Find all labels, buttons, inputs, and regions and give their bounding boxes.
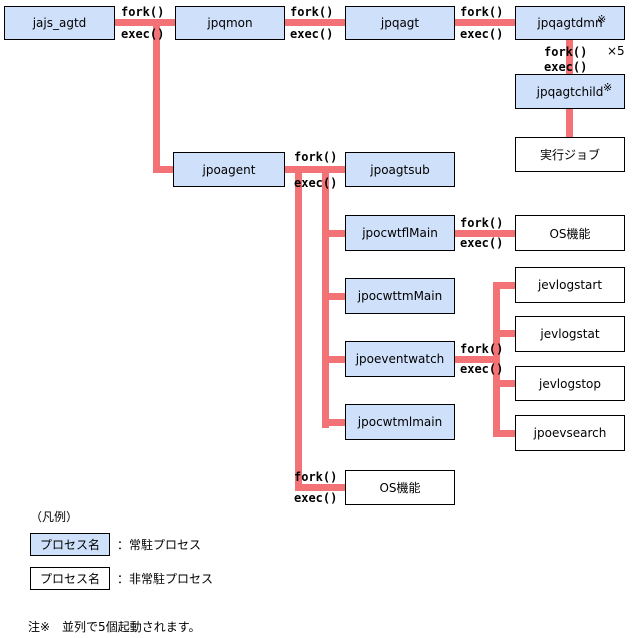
process-jpoevsearch: jpoevsearch (515, 415, 625, 451)
process-jpoeventwatch: jpoeventwatch (345, 341, 455, 377)
connector-agtd-agent-h (153, 166, 173, 173)
process-jevlogstat: jevlogstat (515, 316, 625, 352)
process-jpoagtsub: jpoagtsub (345, 152, 455, 187)
process-jpocwttmMain: jpocwttmMain (345, 278, 455, 314)
process-os-function-2: OS機能 (345, 470, 455, 505)
exec-label-qmon-qagt: exec() (290, 27, 334, 41)
fork-label-cwtfl-os: fork() (460, 216, 504, 230)
legend-nonresident-swatch: プロセス名 (30, 567, 110, 590)
connector-agent-os-h (295, 484, 345, 491)
connector-agtsub-cwttm (322, 293, 345, 300)
connector-eventwatch-jev (455, 356, 497, 363)
exec-label-agtd-qmon: exec() (121, 27, 165, 41)
exec-label-dmn-child: exec() (544, 60, 588, 74)
process-os-function-1: OS機能 (515, 215, 625, 251)
connector-qmon-qagt (285, 19, 345, 26)
process-jpqmon: jpqmon (175, 6, 285, 40)
fork-label-qagt-dmn: fork() (460, 5, 504, 19)
connector-agtsub-eventwatch (322, 356, 345, 363)
process-jpoagent: jpoagent (173, 152, 285, 187)
connector-agent-agtsub (285, 166, 345, 173)
exec-label-agent-os: exec() (294, 491, 338, 505)
process-jpqagtchild: jpqagtchild (515, 74, 625, 109)
note-mark-jpqagtdmn: ※ (597, 13, 607, 26)
connector-jev-stat (493, 330, 515, 337)
fork-label-agtd-qmon: fork() (121, 5, 165, 19)
process-job: 実行ジョブ (515, 137, 625, 172)
connector-qagt-dmn (455, 19, 515, 26)
fork-label-agent-agtsub: fork() (294, 150, 338, 164)
process-jpocwtmlmain: jpocwtmlmain (345, 404, 455, 440)
exec-label-qagt-dmn: exec() (460, 27, 504, 41)
connector-jev-stop (493, 380, 515, 387)
legend-resident-swatch: プロセス名 (30, 533, 110, 556)
fork-label-eventwatch-jev: fork() (460, 342, 504, 356)
connector-agtd-agent-v (153, 19, 160, 172)
fork-label-dmn-child: fork() (544, 45, 588, 59)
footnote: 注※ 並列で5個起動されます。 (28, 620, 201, 634)
connector-child-job (566, 109, 573, 137)
connector-agtsub-cwtfl (322, 230, 345, 237)
connector-jev-start (493, 282, 515, 289)
exec-label-agent-agtsub: exec() (294, 176, 338, 190)
legend-nonresident-desc: ：非常駐プロセス (117, 572, 214, 586)
connector-jev-v (493, 282, 500, 437)
connector-agtd-qmon (115, 19, 175, 26)
legend-title: （凡例） (30, 510, 79, 524)
process-jevlogstart: jevlogstart (515, 267, 625, 303)
process-jpocwtflMain: jpocwtflMain (345, 215, 455, 251)
process-jevlogstop: jevlogstop (515, 366, 625, 401)
note-mark-jpqagtchild: ※ (603, 81, 613, 94)
connector-cwtfl-os (455, 230, 515, 237)
process-jpqagt: jpqagt (345, 6, 455, 40)
exec-label-eventwatch-jev: exec() (460, 362, 504, 376)
connector-dmn-child (566, 40, 573, 74)
connector-jev-search (493, 430, 515, 437)
fork-label-qmon-qagt: fork() (290, 5, 334, 19)
process-jpqagtdmn: jpqagtdmn (515, 6, 625, 40)
fork-label-agent-os: fork() (294, 470, 338, 484)
connector-agtsub-cwtml (322, 419, 345, 426)
process-jajs-agtd: jajs_agtd (4, 6, 115, 40)
times-five-label: ×5 (607, 44, 625, 58)
exec-label-cwtfl-os: exec() (460, 236, 504, 250)
legend-resident-desc: ：常駐プロセス (117, 538, 202, 552)
connector-agent-os-v (295, 166, 302, 491)
